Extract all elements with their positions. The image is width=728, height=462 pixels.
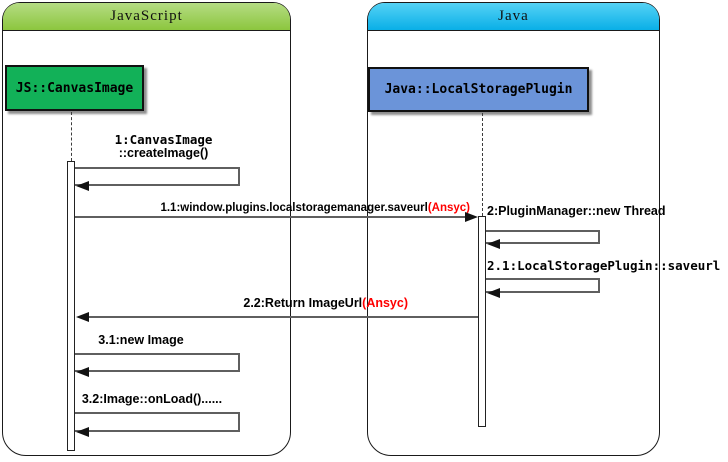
- message-1-1-label: 1.1:window.plugins.localstoragemanager.s…: [150, 202, 470, 215]
- activation-bar-java: [478, 216, 486, 427]
- frame-javascript-title: JavaScript: [110, 8, 183, 24]
- message-1-arrowhead-icon: [76, 181, 89, 191]
- message-1-self-loop: [75, 167, 240, 186]
- message-2-1-label: 2.1:LocalStoragePlugin::saveurl: [487, 258, 721, 273]
- message-2-label: 2:PluginManager::new Thread: [487, 204, 666, 218]
- lifeline-java: [482, 113, 483, 216]
- message-1-label-line2: ::createImage(): [118, 145, 209, 160]
- message-3-1-arrowhead-icon: [76, 367, 89, 377]
- message-2-2-arrowhead-icon: [76, 312, 89, 322]
- message-1-1-async-tag: (Ansyc): [427, 202, 470, 214]
- object-label-java-localstorageplugin: Java::LocalStoragePlugin: [384, 82, 573, 97]
- frame-java-header: Java: [368, 3, 659, 31]
- message-2-self-loop: [486, 230, 600, 244]
- activation-bar-javascript: [67, 161, 75, 451]
- frame-javascript-header: JavaScript: [3, 3, 290, 31]
- message-1-1-arrowhead-icon: [465, 212, 478, 222]
- message-2-1-self-loop: [486, 278, 600, 293]
- object-box-js-canvasimage: JS::CanvasImage: [5, 65, 144, 111]
- frame-java-title: Java: [498, 8, 529, 24]
- frame-java: Java: [367, 2, 660, 456]
- message-2-2-label: 2.2:Return ImageUrl(Ansyc): [160, 296, 408, 311]
- message-2-2-async-tag: (Ansyc): [362, 296, 408, 310]
- message-1-1-text: 1.1:window.plugins.localstoragemanager.s…: [160, 202, 428, 214]
- message-1-label: 1:CanvasImage ::createImage(): [81, 133, 246, 161]
- message-2-2-text: 2.2:Return ImageUrl: [243, 296, 363, 310]
- message-1-label-line1: 1:CanvasImage: [114, 132, 213, 147]
- message-2-arrowhead-icon: [487, 239, 500, 249]
- lifeline-javascript: [71, 112, 72, 161]
- message-1-1-line: [75, 216, 467, 218]
- message-2-1-arrowhead-icon: [487, 288, 500, 298]
- message-3-1-self-loop: [75, 353, 240, 372]
- object-box-java-localstorageplugin: Java::LocalStoragePlugin: [368, 67, 589, 112]
- message-3-2-arrowhead-icon: [76, 427, 89, 437]
- object-label-js-canvasimage: JS::CanvasImage: [15, 80, 134, 96]
- message-3-2-self-loop: [75, 412, 240, 432]
- message-2-2-line: [87, 316, 478, 318]
- message-3-1-label: 3.1:new Image: [98, 333, 184, 347]
- message-3-2-label: 3.2:Image::onLoad()......: [81, 392, 223, 406]
